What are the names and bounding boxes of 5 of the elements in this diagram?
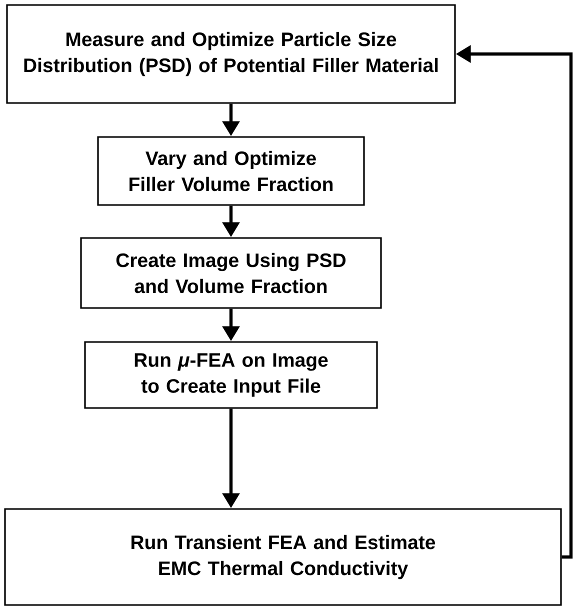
process-box: Run μ-FEA on Image to Create Input File bbox=[84, 341, 378, 409]
process-box: Vary and Optimize Filler Volume Fraction bbox=[97, 136, 365, 206]
process-box: Measure and Optimize Particle Size Distribution (PSD) of Potential Filler Material bbox=[6, 4, 456, 104]
process-box: Run Transient FEA and Estimate EMC Thermal Conductivity bbox=[4, 508, 562, 606]
process-box: Create Image Using PSD and Volume Fraction bbox=[80, 237, 382, 309]
